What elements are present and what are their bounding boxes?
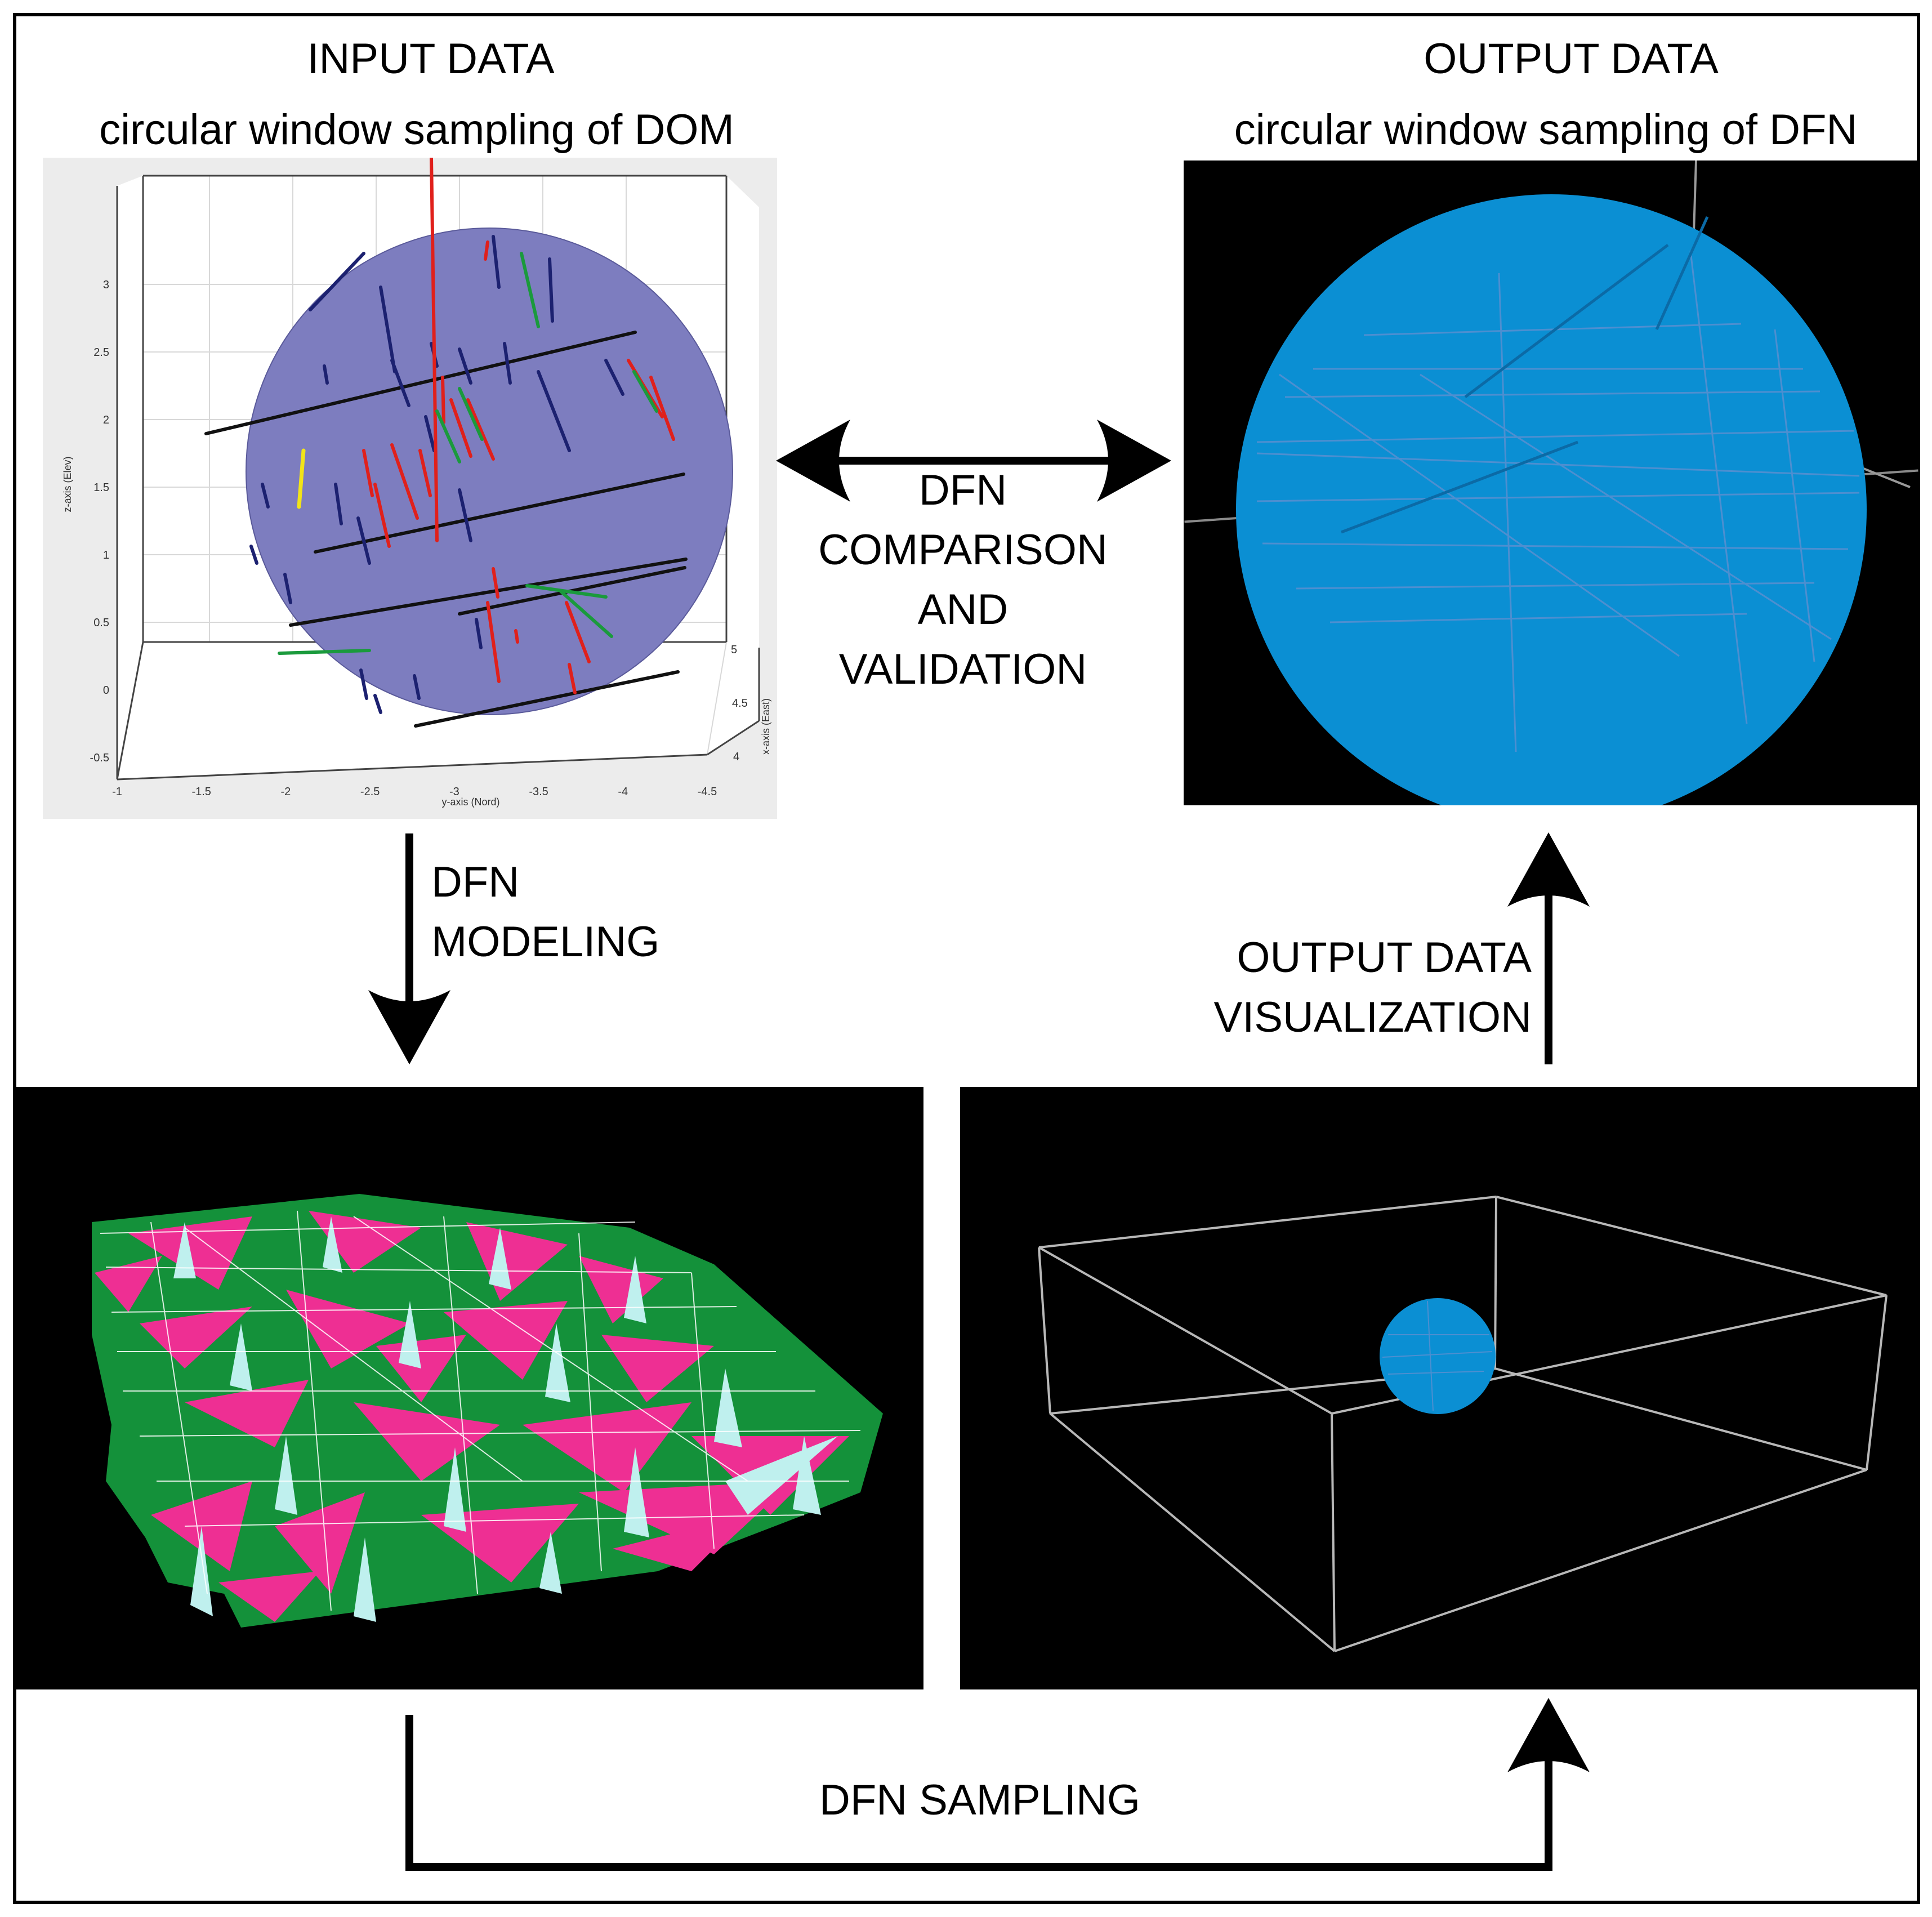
visualization-line-1: OUTPUT DATA	[1237, 934, 1532, 982]
y-tick-label: -4.5	[698, 786, 717, 798]
x-tick-label: 4	[733, 751, 739, 763]
z-tick-label: 2.5	[93, 346, 109, 359]
sampling-window-disc	[246, 228, 733, 715]
x-axis-label: x-axis (East)	[760, 698, 771, 755]
output-disc-panel	[1184, 161, 1919, 805]
z-tick-label: 3	[103, 279, 109, 291]
modeling-line-2: MODELING	[431, 918, 660, 966]
input-data-title: INPUT DATA	[307, 35, 555, 83]
dfn-sampling-panel	[960, 1087, 1920, 1689]
comparison-line-1: DFN	[918, 466, 1007, 514]
y-tick-label: -2.5	[360, 786, 380, 798]
y-tick-label: -2	[281, 786, 291, 798]
z-tick-label: 1.5	[93, 482, 109, 494]
y-tick-label: -1.5	[191, 786, 211, 798]
z-tick-label: 0	[103, 684, 109, 697]
dfn-model-render	[92, 1194, 883, 1628]
input-plot-panel: 3 2.5 2 1.5 1 0.5 0 -0.5 -1 -1.5 -2 -2.5 -3 -3.5 -4 -4…	[43, 158, 777, 819]
z-tick-label: 2	[103, 414, 109, 426]
output-data-subtitle: circular window sampling of DFN	[1234, 106, 1858, 154]
modeling-line-1: DFN	[431, 858, 520, 906]
y-tick-label: -4	[618, 786, 628, 798]
y-tick-label: -1	[112, 786, 122, 798]
dfn-model-panel	[16, 1087, 923, 1689]
sampled-disc	[1236, 194, 1867, 805]
comparison-line-2: COMPARISON	[818, 526, 1108, 574]
sampling-box-render	[1038, 1196, 1888, 1652]
output-disc-render	[1184, 161, 1918, 805]
z-tick-label: 1	[103, 549, 109, 561]
comparison-line-3: AND	[917, 586, 1009, 634]
visualization-line-2: VISUALIZATION	[1213, 993, 1532, 1041]
y-tick-label: -3	[449, 786, 459, 798]
sampling-label: DFN SAMPLING	[819, 1776, 1141, 1824]
z-tick-label: -0.5	[90, 752, 109, 764]
x-tick-label: 5	[731, 644, 737, 656]
input-data-subtitle: circular window sampling of DOM	[99, 106, 734, 154]
y-axis-label: y-axis (Nord)	[441, 796, 499, 808]
output-data-title: OUTPUT DATA	[1424, 35, 1719, 83]
x-tick-label: 4.5	[732, 697, 748, 710]
sampling-disc	[1380, 1298, 1496, 1414]
input-plot: 3 2.5 2 1.5 1 0.5 0 -0.5 -1 -1.5 -2 -2.5 -3 -3.5 -4 -4…	[62, 158, 771, 808]
z-tick-label: 0.5	[93, 617, 109, 629]
y-tick-label: -3.5	[529, 786, 548, 798]
z-axis-label: z-axis (Elev)	[62, 456, 73, 512]
comparison-line-4: VALIDATION	[838, 645, 1087, 693]
